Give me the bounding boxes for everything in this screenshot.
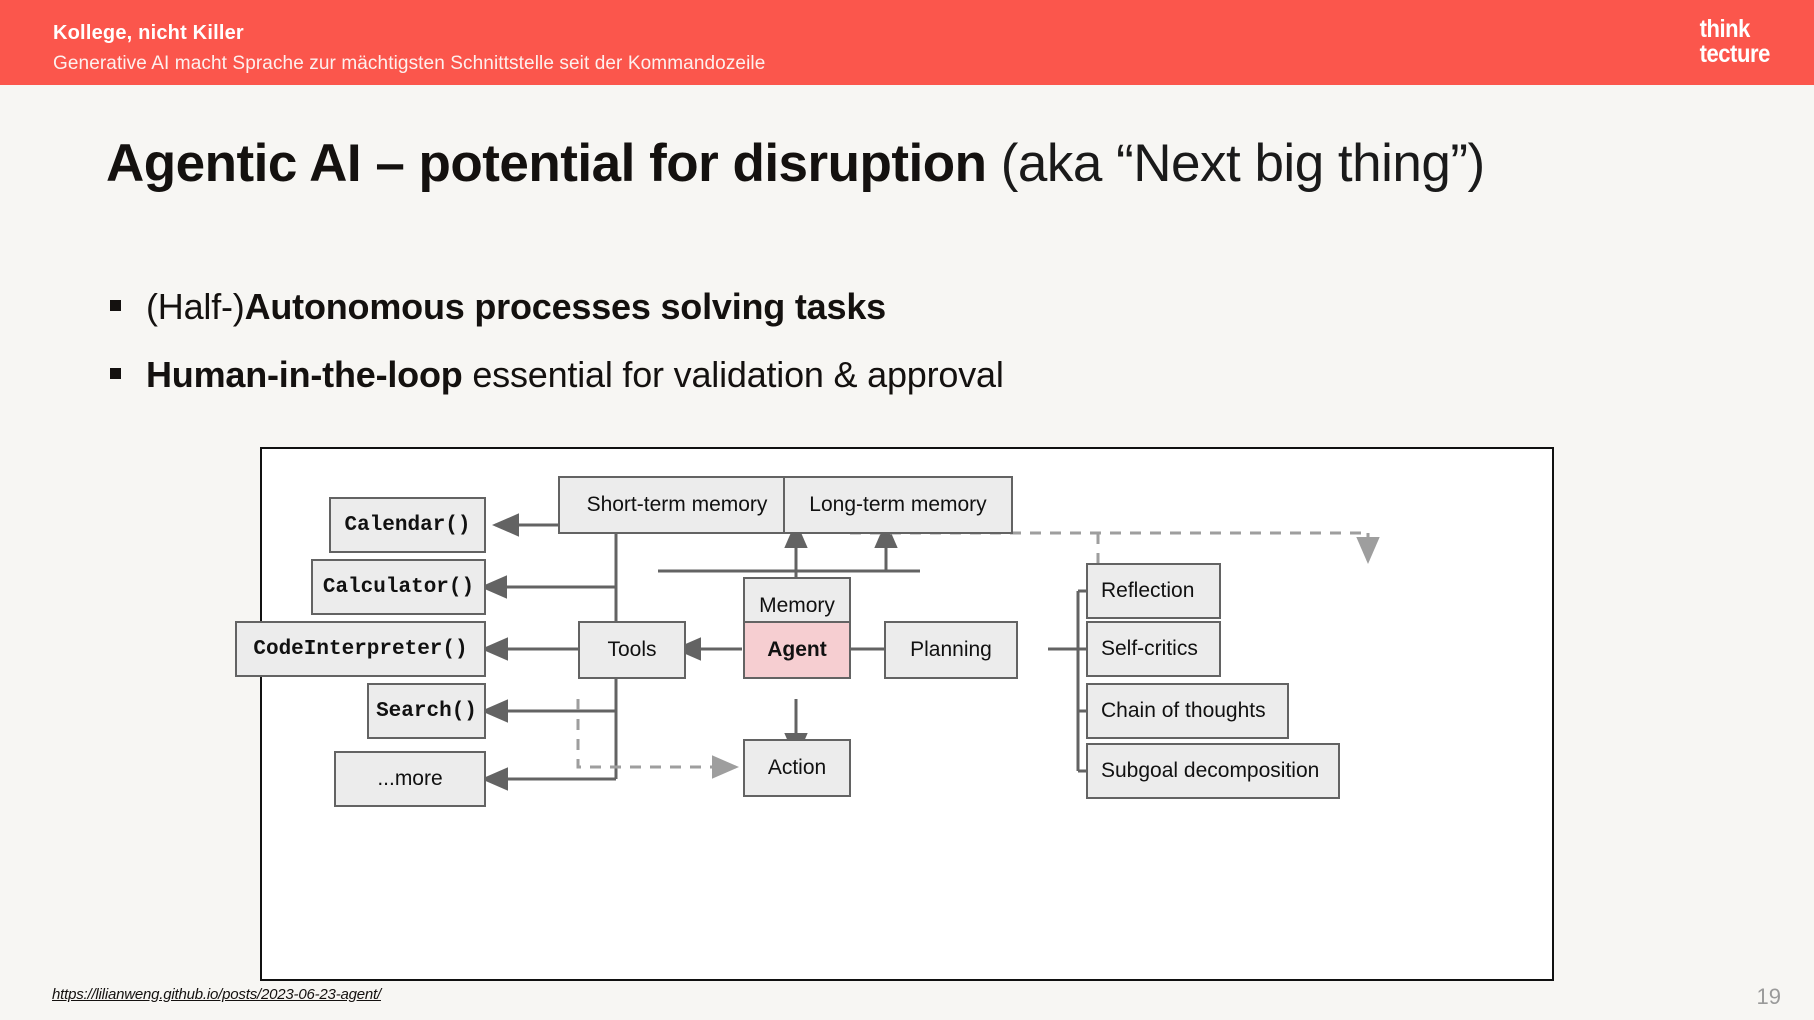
node-label: Short-term memory (586, 493, 768, 516)
slide-header-bar: Kollege, nicht Killer Generative AI mach… (0, 0, 1814, 85)
node-agent[interactable]: Agent (743, 621, 851, 679)
node-label: Action (767, 756, 827, 779)
bullet-0-strong: Autonomous processes solving tasks (244, 286, 887, 327)
page-title: Agentic AI – potential for disruption (a… (106, 136, 1485, 192)
node-label: Calendar() (344, 513, 471, 537)
node-tool-search[interactable]: Search() (367, 683, 486, 739)
node-label: ...more (377, 767, 443, 790)
bullet-square-icon (110, 367, 121, 379)
node-long-term-memory[interactable]: Long-term memory (783, 476, 1013, 534)
node-label: Memory (759, 593, 835, 617)
page-title-light: (aka “Next big thing”) (986, 134, 1485, 193)
bullet-1-suffix: essential for validation & approval (462, 354, 1004, 395)
bullet-item-0: (Half-)Autonomous processes solving task… (110, 286, 886, 328)
node-tool-code-interpreter[interactable]: CodeInterpreter() (235, 621, 486, 677)
node-plan-reflection[interactable]: Reflection (1086, 563, 1221, 619)
node-label: Subgoal decomposition (1101, 759, 1320, 782)
node-label: Planning (910, 638, 992, 661)
page-title-strong: Agentic AI – potential for disruption (106, 134, 987, 193)
node-label: CodeInterpreter() (253, 637, 468, 661)
node-label: Agent (767, 638, 827, 661)
node-label: Search() (376, 699, 477, 723)
node-tools[interactable]: Tools (578, 621, 686, 679)
node-planning[interactable]: Planning (884, 621, 1018, 679)
bullet-item-1: Human-in-the-loop essential for validati… (110, 354, 1004, 396)
node-plan-chain-of-thoughts[interactable]: Chain of thoughts (1086, 683, 1289, 739)
bullet-0-prefix: (Half-) (146, 286, 245, 327)
node-tool-calculator[interactable]: Calculator() (311, 559, 486, 615)
page-number: 19 (1756, 984, 1781, 1009)
node-label: Calculator() (322, 575, 475, 599)
node-short-term-memory[interactable]: Short-term memory (558, 476, 796, 534)
bullet-square-icon (110, 299, 121, 311)
node-tool-calendar[interactable]: Calendar() (329, 497, 486, 553)
node-label: Self-critics (1101, 637, 1198, 660)
logo-line-2: tecture (1699, 39, 1771, 68)
header-title: Kollege, nicht Killer (53, 22, 244, 44)
node-label: Reflection (1101, 579, 1195, 602)
node-action[interactable]: Action (743, 739, 851, 797)
node-tool-more[interactable]: ...more (334, 751, 486, 807)
node-label: Long-term memory (809, 493, 987, 516)
bullet-1-strong: Human-in-the-loop (146, 354, 463, 395)
header-subtitle: Generative AI macht Sprache zur mächtigs… (53, 53, 766, 74)
node-label: Chain of thoughts (1101, 699, 1266, 722)
thinktecture-logo: think tecture (1699, 15, 1771, 68)
node-plan-self-critics[interactable]: Self-critics (1086, 621, 1221, 677)
logo-line-1: think (1699, 15, 1751, 43)
source-link[interactable]: https://lilianweng.github.io/posts/2023-… (52, 986, 381, 1003)
node-plan-subgoal-decomposition[interactable]: Subgoal decomposition (1086, 743, 1340, 799)
agent-architecture-diagram: Short-term memory Long-term memory Memor… (235, 447, 1554, 981)
node-label: Tools (607, 638, 657, 661)
